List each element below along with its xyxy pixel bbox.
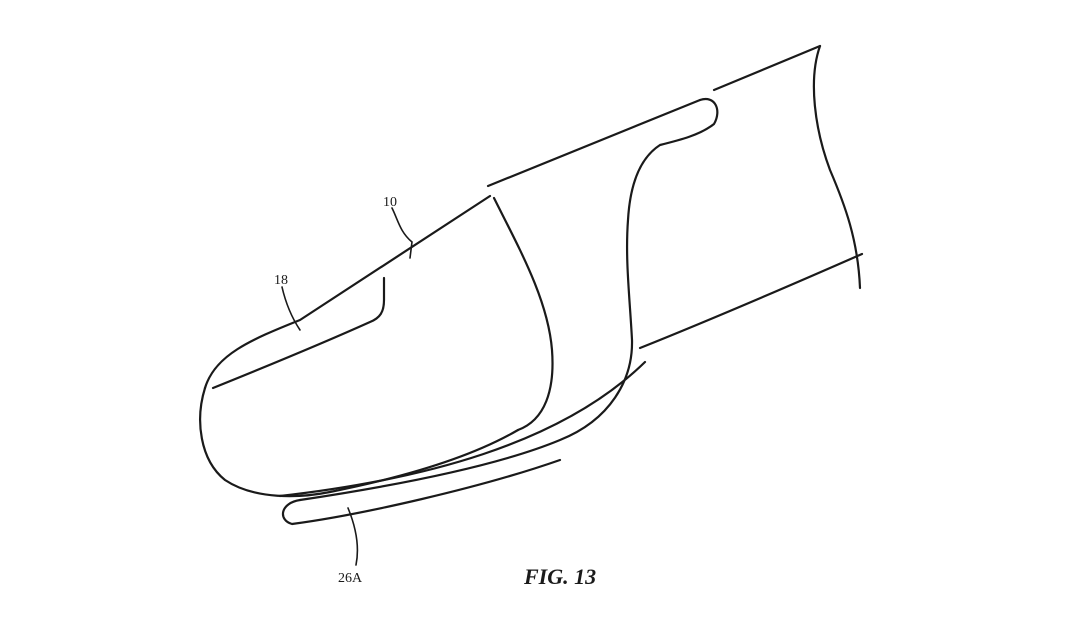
ref-label-device: 10 <box>383 195 397 210</box>
finger-drawing <box>199 194 864 498</box>
finger-tip-underside <box>199 386 520 498</box>
leader-line-nail <box>281 286 301 331</box>
hand-top-edge <box>712 44 822 92</box>
device-band <box>298 97 719 502</box>
leader-line-strip <box>347 507 359 566</box>
leader-line-device <box>391 207 413 259</box>
band-top-edge <box>486 98 702 188</box>
ref-label-strip: 26A <box>338 571 363 586</box>
finger-lower-edge <box>278 360 647 498</box>
band-left-edge <box>492 196 554 432</box>
figure-caption: FIG. 13 <box>523 564 596 589</box>
ref-label-nail: 18 <box>274 273 288 288</box>
band-right-curve <box>298 97 719 502</box>
finger-top-edge <box>203 194 492 390</box>
fingernail-outline <box>211 276 386 390</box>
lower-strip-outline <box>282 458 562 526</box>
hand-drawing <box>712 44 862 290</box>
hand-right-edge <box>812 44 862 290</box>
finger-bottom-back-edge <box>638 252 864 350</box>
